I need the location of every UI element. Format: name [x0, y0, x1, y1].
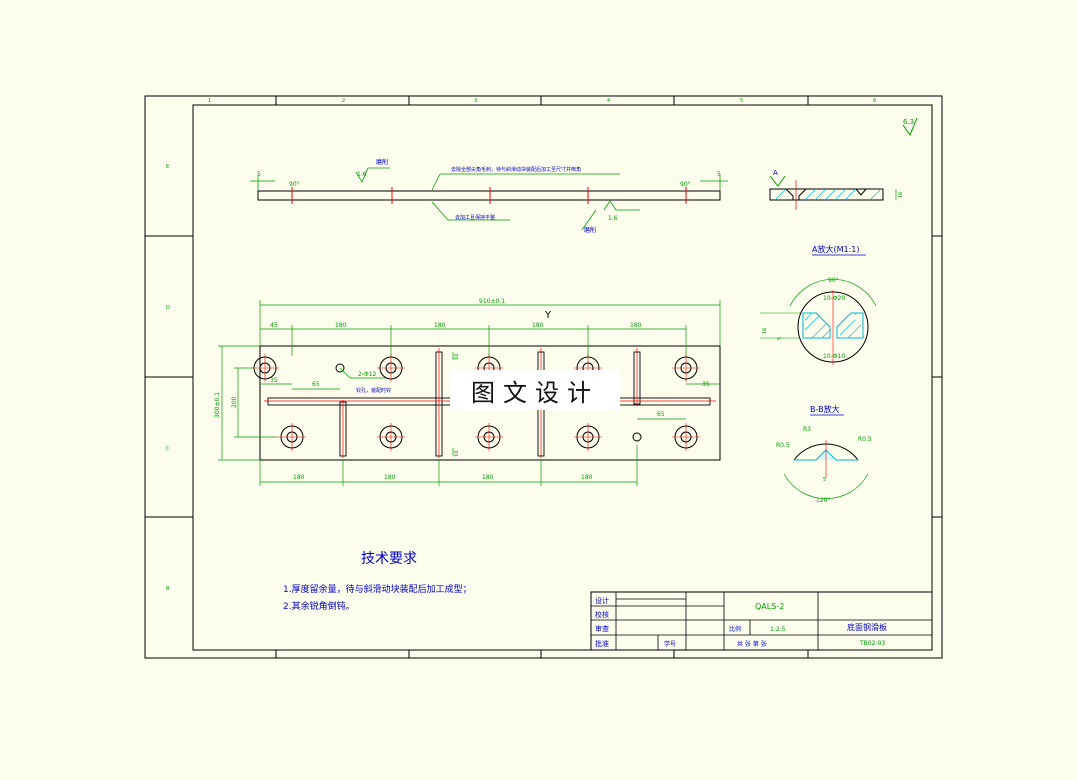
tb-row-check: 校核	[595, 610, 609, 619]
section-a-view: A 16	[769, 169, 904, 210]
zone-side-d: D	[166, 305, 170, 311]
title-block: 设计 校核 审查 批准 学号 QALS-2 比例 1:2.5 共 张 第 张 底…	[590, 591, 933, 651]
side-dim-right: 5	[717, 171, 721, 178]
tech-req-title: 技术要求	[361, 551, 417, 567]
tb-scale-label: 比例	[729, 625, 741, 633]
tb-row-student-no: 学号	[664, 640, 676, 648]
side-note-top: 去除全部尖角毛刺，待与斜滑动块装配后加工至尺寸并倒角	[451, 166, 581, 173]
detail-b-title: B-B放大	[810, 404, 840, 414]
zone-top-1: 1	[208, 98, 211, 104]
detail-a-title: A放大(M1:1)	[812, 244, 860, 254]
zone-top-3: 3	[474, 98, 477, 104]
zone-top-4: 4	[607, 98, 610, 104]
tech-req-item-1: 1.厚度留余量，待与斜滑动块装配后加工成型；	[283, 583, 472, 595]
detail-a-h2: 5	[777, 337, 783, 340]
corner-roughness-value: 6.3	[903, 118, 914, 126]
zone-top-6: 6	[873, 98, 876, 104]
dim-right-edge: 35	[702, 381, 710, 388]
tb-part-name: 底面钢滑板	[847, 622, 887, 632]
side-label-bottom: 磨削	[584, 226, 596, 234]
detail-a-angle: 90°	[828, 277, 839, 284]
tech-req-item-2: 2.其余锐角倒钝。	[283, 600, 355, 612]
dim-bottom-3: 180	[581, 474, 593, 481]
tb-sheet-label: 共 张 第 张	[737, 640, 767, 648]
dim-top-2: 180	[434, 322, 446, 329]
side-angle-right: 90°	[680, 181, 691, 188]
side-view: 5 90° 90° 5 1.6 磨削 去除全部尖角毛刺，待与斜滑动块装配后加工至…	[250, 158, 728, 234]
dim-top-0: 45	[270, 322, 278, 329]
zone-side-e: E	[166, 164, 169, 170]
zone-side-b: B	[166, 586, 170, 592]
section-a-mark: A	[773, 169, 778, 177]
detail-a-bottom-label: 10-Φ10	[823, 353, 845, 360]
side-view-outline	[257, 190, 721, 201]
tb-drawing-no: QALS-2	[755, 602, 784, 611]
countersunk-holes	[251, 354, 700, 451]
detail-a: A放大(M1:1) 90° 10-Φ20 10-Φ10 16 5	[760, 244, 877, 365]
dim-groove-width-right: 65	[657, 411, 665, 418]
hole-note2: 铰孔，装配时铰	[356, 387, 391, 394]
dim-bottom-0: 180	[293, 474, 305, 481]
detail-b-top-r: R3	[803, 426, 811, 433]
dim-bottom-2: 180	[482, 474, 494, 481]
section-a-height: 16	[898, 192, 904, 198]
tb-row-review: 审查	[595, 624, 609, 633]
tb-row-design: 设计	[595, 596, 609, 605]
dimension-lines	[218, 300, 721, 486]
dim-slot-bottom: 10	[454, 451, 460, 457]
zone-side-c: C	[166, 446, 170, 452]
dim-left-height: 300±0.1	[214, 392, 221, 418]
detail-b-right-r: R0.5	[858, 436, 872, 443]
zone-labels: 1 2 3 4 5 6 E D C B	[166, 98, 876, 592]
dim-bottom-1: 180	[384, 474, 396, 481]
side-dim-left: 5	[257, 171, 261, 178]
zone-top-2: 2	[342, 98, 345, 104]
section-a-outline	[769, 188, 884, 201]
tb-row-approve: 批准	[595, 639, 609, 648]
side-angle-left: 90°	[289, 181, 300, 188]
section-mark-y: Y	[544, 310, 552, 321]
watermark: 图文设计	[450, 370, 620, 410]
detail-b-left-r: R0.5	[776, 442, 790, 449]
tb-code: TB02-03	[859, 640, 885, 647]
detail-b: B-B放大 R0.5 R0.5 R3 5 120°	[776, 404, 872, 504]
side-label-top: 磨削	[376, 158, 388, 166]
detail-a-top-label: 10-Φ20	[823, 295, 845, 302]
detail-b-angle: 120°	[816, 497, 830, 504]
dim-groove-width: 65	[312, 381, 320, 388]
dim-inner-height: 200	[231, 396, 238, 408]
dim-top-3: 180	[532, 322, 544, 329]
tb-scale-value: 1:2.5	[770, 626, 786, 633]
zone-top-5: 5	[740, 98, 743, 104]
dim-top-4: 180	[630, 322, 642, 329]
corner-roughness: 6.3	[902, 117, 918, 137]
plate-outline	[259, 345, 721, 461]
side-roughness-top: 1.6	[357, 171, 367, 178]
zone-ticks	[145, 96, 942, 658]
side-roughness-bottom: 1.6	[608, 215, 618, 222]
dim-slot-top: 10	[454, 354, 460, 360]
tech-requirements: 技术要求 1.厚度留余量，待与斜滑动块装配后加工成型； 2.其余锐角倒钝。	[283, 551, 472, 612]
detail-b-depth: 5	[823, 477, 826, 483]
detail-a-h1: 16	[762, 328, 768, 334]
side-note-bottom: 去加工且保持平整	[455, 214, 495, 221]
hole-note: 2-Φ12	[358, 371, 377, 378]
dim-overall-length: 910±0.1	[479, 298, 505, 305]
dim-left-edge: 35	[270, 377, 278, 384]
dim-top-1: 180	[335, 322, 347, 329]
